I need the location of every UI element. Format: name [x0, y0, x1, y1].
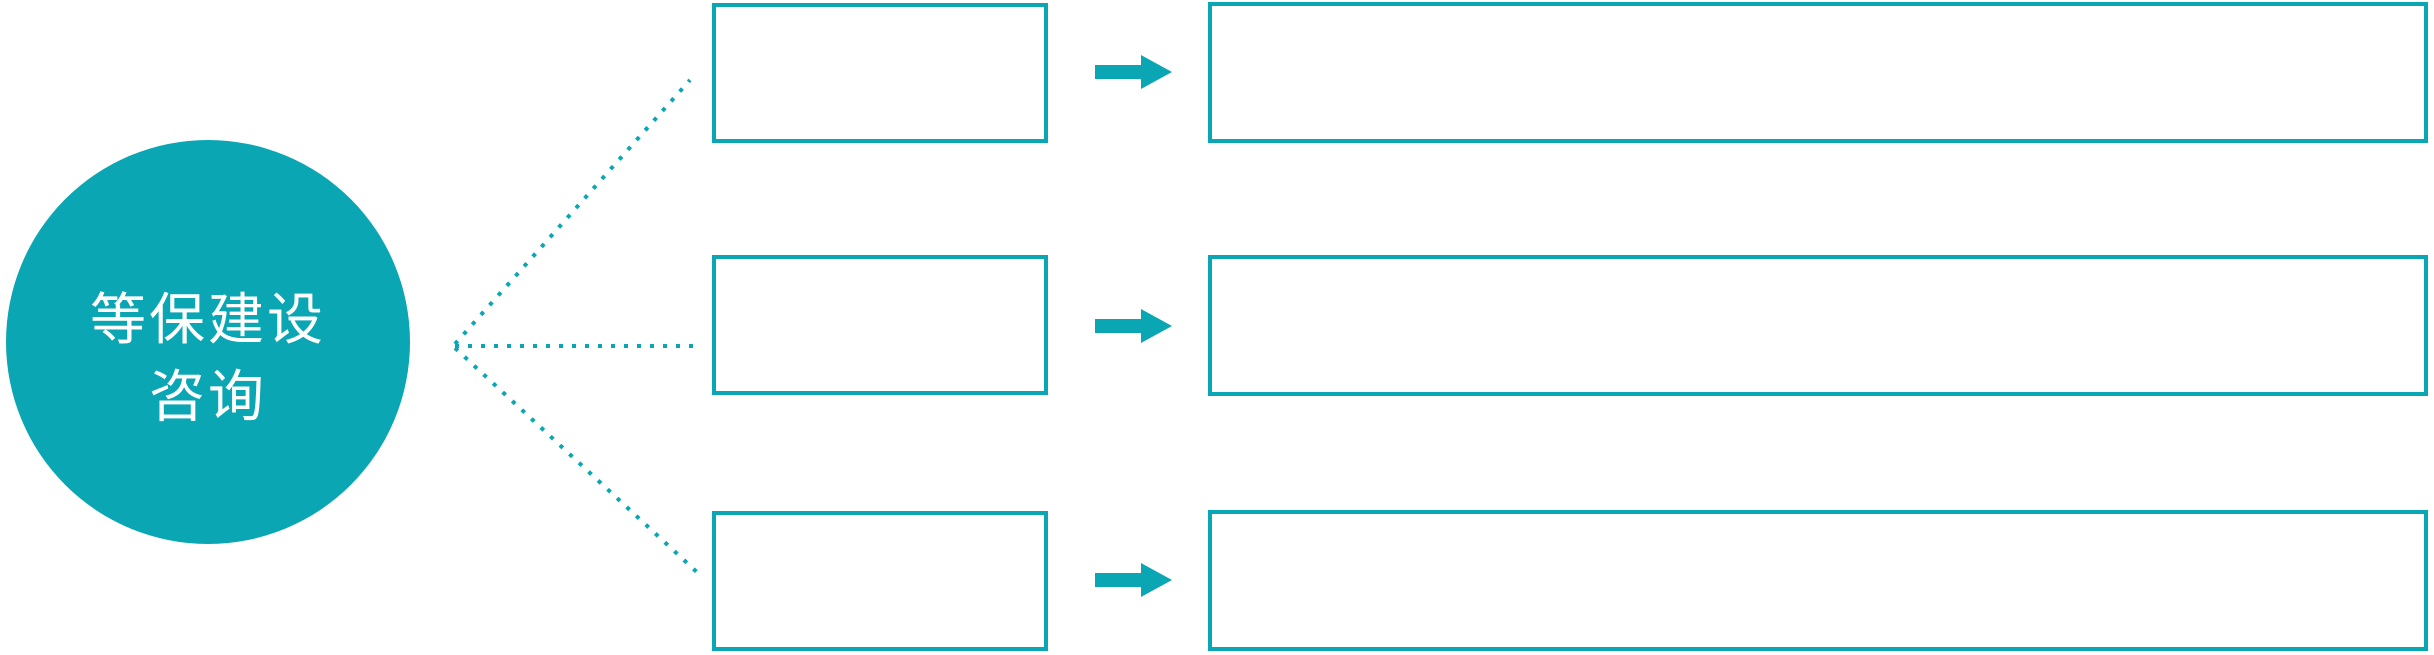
- hub-label-line1: 等保建设: [90, 288, 326, 353]
- big-box-row3: [1208, 510, 2428, 651]
- right-arrow-icon-row2: [1095, 309, 1172, 343]
- right-arrow-icon-row1: [1095, 55, 1172, 89]
- small-box-row3: [712, 511, 1048, 651]
- hub-label-line2: 咨询: [149, 365, 267, 430]
- dotted-connector-top-icon: [453, 78, 692, 346]
- dotted-connector-bottom-icon: [453, 346, 701, 576]
- right-arrow-icon-row3: [1095, 563, 1172, 597]
- big-box-row2: [1208, 255, 2428, 396]
- hub-circle: 等保建设 咨询: [6, 140, 410, 544]
- small-box-row2: [712, 255, 1048, 395]
- small-box-row1: [712, 3, 1048, 143]
- big-box-row1: [1208, 2, 2428, 143]
